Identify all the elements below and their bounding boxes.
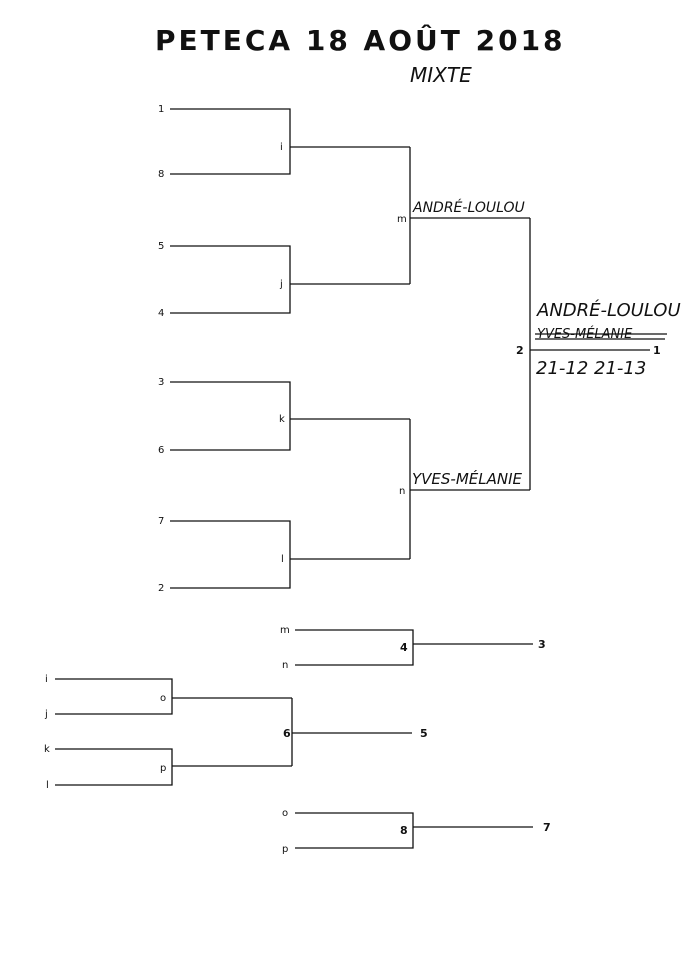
seed-label: 1: [158, 104, 164, 115]
entrant-label: k: [44, 744, 50, 755]
match-label: p: [160, 763, 166, 774]
seed-label: 5: [158, 241, 164, 252]
seventh-place-bracket: o p 8 7: [282, 808, 551, 855]
place-label: 5: [420, 727, 428, 740]
match-label: i: [280, 142, 283, 153]
final-score: 21-12 21-13: [536, 358, 646, 379]
match-label: k: [279, 414, 285, 425]
main-bracket: 1 8 5 4 3 6 7 2 i j k l m n 2 1 ANDRÉ-LO…: [158, 104, 681, 594]
entrant-label: i: [45, 674, 48, 685]
match-label: 8: [400, 824, 408, 837]
semifinal-winner-m: ANDRÉ-LOULOU: [412, 199, 525, 216]
seed-label: 8: [158, 169, 164, 180]
final-winner: ANDRÉ-LOULOU: [536, 299, 681, 321]
entrant-label: p: [282, 844, 288, 855]
entrant-label: o: [282, 808, 288, 819]
seed-label: 7: [158, 516, 164, 527]
third-place-bracket: m n 4 3: [280, 625, 546, 671]
entrant-label: n: [282, 660, 288, 671]
match-label: j: [279, 279, 283, 290]
category-label: MIXTE: [410, 63, 472, 87]
fifth-place-bracket: i j k l o p 6 5: [44, 674, 428, 791]
winner-place-label: 1: [653, 344, 661, 357]
final-match-label: 2: [516, 344, 524, 357]
entrant-label: m: [280, 625, 290, 636]
match-label: 4: [400, 641, 408, 654]
page-title: PETECA 18 AOÛT 2018: [155, 23, 566, 57]
entrant-label: j: [44, 709, 48, 720]
match-label: 6: [283, 727, 291, 740]
seed-label: 6: [158, 445, 164, 456]
match-label: m: [397, 214, 407, 225]
strikethrough: [535, 333, 667, 340]
match-label: o: [160, 693, 166, 704]
seed-label: 2: [158, 583, 164, 594]
seed-label: 3: [158, 377, 164, 388]
semifinal-winner-n: YVES-MÉLANIE: [412, 469, 523, 488]
place-label: 7: [543, 821, 551, 834]
match-label: l: [281, 554, 284, 565]
entrant-label: l: [46, 780, 49, 791]
seed-label: 4: [158, 308, 164, 319]
match-label: n: [399, 486, 405, 497]
place-label: 3: [538, 638, 546, 651]
